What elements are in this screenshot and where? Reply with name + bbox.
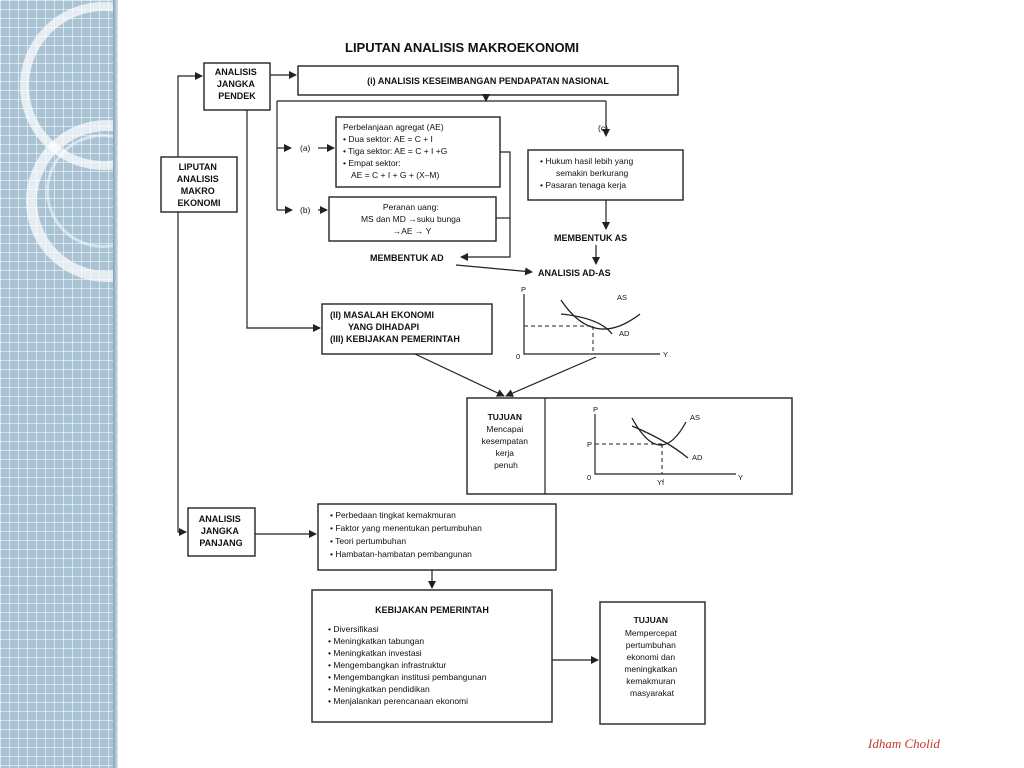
graph2-p-label: P: [593, 405, 598, 414]
box-jangka-pendek: [203, 62, 271, 111]
page-title: LIPUTAN ANALISIS MAKROEKONOMI: [345, 40, 579, 55]
connector-graph-tujuan: [505, 356, 597, 397]
box-ae: [335, 116, 501, 188]
graph1-axes: [523, 294, 660, 355]
graph2-axes: [594, 414, 736, 475]
graph2-y-label: Y: [738, 473, 743, 482]
graph1-y-label: Y: [663, 350, 668, 359]
graph1-ad-label: AD: [619, 329, 630, 338]
sidebar-edge: [113, 0, 118, 768]
connector-pendek-masalah: [246, 110, 321, 332]
graph-full-employment: P P AS AD 0 Y Yf: [587, 405, 743, 487]
graph2-ad-label: AD: [692, 453, 703, 462]
ae-text: Perbelanjaan agregat (AE) • Dua sektor: …: [343, 122, 450, 180]
graph1-as-label: AS: [617, 293, 627, 302]
label-a: (a): [300, 143, 311, 153]
author-signature: Idham Cholid: [868, 736, 940, 751]
peranan-uang-text: Peranan uang: MS dan MD →suku bunga →AE …: [361, 202, 463, 236]
keseimbangan-label: (i) ANALISIS KESEIMBANGAN PENDAPATAN NAS…: [367, 76, 609, 86]
graph1-p-label: P: [521, 285, 526, 294]
graph2-yf-label: Yf: [657, 478, 665, 487]
connector-masalah-tujuan: [414, 353, 505, 397]
masalah-text: (II) MASALAH EKONOMI YANG DIHADAPI (III)…: [330, 310, 460, 344]
box-peranan-uang: [328, 196, 497, 242]
kebijakan-list: • Diversifikasi • Meningkatkan tabungan …: [328, 624, 489, 706]
connector-liputan-panjang: [177, 212, 187, 536]
box-hukum-hasil: [527, 149, 684, 201]
label-b: (b): [300, 205, 311, 215]
graph2-as-curve: [631, 417, 687, 446]
tujuan-kerja-text: TUJUAN Mencapai kesempatan kerja penuh: [482, 412, 531, 470]
box-tujuan-pertumbuhan: [599, 601, 706, 725]
label-c: (c): [598, 123, 608, 133]
graph2-origin-label: 0: [587, 473, 591, 482]
graph2-ad-curve: [631, 425, 689, 459]
membentuk-as-label: MEMBENTUK AS: [554, 233, 627, 243]
box-panjang-topik: [317, 503, 557, 571]
box-masalah: [321, 303, 493, 355]
analisis-adas-label: ANALISIS AD-AS: [538, 268, 611, 278]
decorative-sidebar: [0, 0, 113, 768]
tujuan-pertumbuhan-text: TUJUAN Mempercepat pertumbuhan ekonomi d…: [624, 615, 679, 698]
liputan-label: LIPUTAN ANALISIS MAKRO EKONOMI: [177, 162, 222, 208]
kebijakan-title: KEBIJAKAN PEMERINTAH: [375, 605, 489, 615]
box-jangka-panjang: [187, 507, 256, 557]
graph1-origin-label: 0: [516, 352, 520, 361]
connector-ae-membentuk-ad: [460, 151, 511, 261]
box-keseimbangan: [297, 65, 679, 96]
connector-ad-adas: [455, 264, 533, 276]
box-tujuan-kerja: [466, 397, 793, 495]
panjang-topik-text: • Perbedaan tingkat kemakmuran • Faktor …: [330, 510, 484, 559]
graph1-ad-curve: [560, 313, 613, 335]
graph2-as-label: AS: [690, 413, 700, 422]
membentuk-ad-label: MEMBENTUK AD: [370, 253, 444, 263]
hukum-hasil-text: • Hukum hasil lebih yang semakin berkura…: [540, 156, 636, 190]
box-kebijakan: [311, 589, 553, 723]
box-liputan: [160, 156, 238, 213]
jangka-panjang-label: ANALISIS JANGKA PANJANG: [199, 514, 244, 548]
jangka-pendek-label: ANALISIS JANGKA PENDEK: [215, 67, 260, 101]
graph1-as-curve: [560, 299, 641, 330]
graph2-p-level-label: P: [587, 440, 592, 449]
connector-liputan-pendek: [177, 72, 203, 157]
graph-adas: P AS AD 0 Y: [516, 285, 668, 361]
